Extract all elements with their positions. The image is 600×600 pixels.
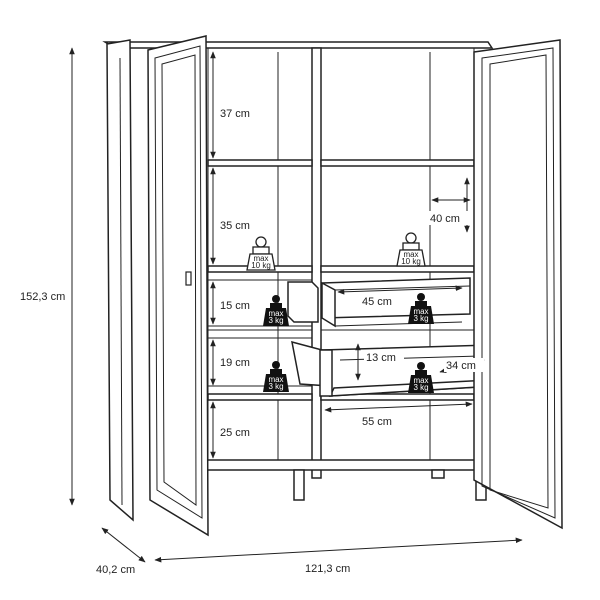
weight-max-label: max <box>268 309 283 318</box>
weight-value-label: 10 kg <box>251 261 271 270</box>
shelves <box>199 159 481 471</box>
weight-icon-shelf-left: max 10 kg <box>246 236 276 271</box>
weight-icon-drawer-1: max 3 kg <box>263 295 289 326</box>
drawer-height: 13 cm <box>366 352 396 364</box>
cabinet-feet <box>293 469 487 501</box>
drawer-inner-width: 55 cm <box>362 416 392 428</box>
drawer-depth: 34 cm <box>446 360 476 372</box>
shelf-depth: 40 cm <box>430 213 460 225</box>
door-handle-icon <box>185 271 192 286</box>
drawer-width: 45 cm <box>362 296 392 308</box>
shelf-3-left <box>207 393 313 401</box>
outer-dimensions: 152,3 cm 40,2 cm 121,3 cm <box>20 47 523 576</box>
upper-drawer-height: 15 cm <box>220 300 250 312</box>
weight-value-label: 3 kg <box>268 382 283 391</box>
inner-dimension-labels: 37 cm 35 cm 40 cm 15 cm 45 cm 19 cm 13 c… <box>218 106 484 439</box>
weight-max-label: max <box>268 375 283 384</box>
lower-drawer-height: 19 cm <box>220 357 250 369</box>
overall-depth: 40,2 cm <box>96 564 135 576</box>
right-door <box>473 39 563 530</box>
weight-max-label: max <box>413 307 428 316</box>
top-shelf-height: 37 cm <box>220 108 250 120</box>
left-side-panel <box>106 39 134 522</box>
bottom-shelf-height: 25 cm <box>220 427 250 439</box>
overall-width: 121,3 cm <box>305 563 350 575</box>
left-door <box>147 35 209 537</box>
shelf-2-right <box>320 265 475 273</box>
shelf-1-right <box>320 159 475 167</box>
weight-icon-drawer-3: max 3 kg <box>263 361 289 392</box>
weight-max-label: max <box>413 376 428 385</box>
weight-icon-shelf-right: max 10 kg <box>396 232 426 267</box>
weight-max-label: max <box>403 250 418 259</box>
weight-icon-drawer-2: max 3 kg <box>408 293 434 324</box>
weight-value-label: 3 kg <box>268 316 283 325</box>
weight-value-label: 3 kg <box>413 383 428 392</box>
shelf-1-left <box>207 159 313 167</box>
upper-drawer-side <box>287 281 319 323</box>
weight-max-label: max <box>253 254 268 263</box>
weight-value-label: 3 kg <box>413 314 428 323</box>
base-panel <box>199 459 481 471</box>
overall-height: 152,3 cm <box>20 291 65 303</box>
second-shelf-height: 35 cm <box>220 220 250 232</box>
weight-value-label: 10 kg <box>401 257 421 266</box>
center-divider <box>311 47 322 479</box>
weight-icon-drawer-4: max 3 kg <box>408 362 434 393</box>
